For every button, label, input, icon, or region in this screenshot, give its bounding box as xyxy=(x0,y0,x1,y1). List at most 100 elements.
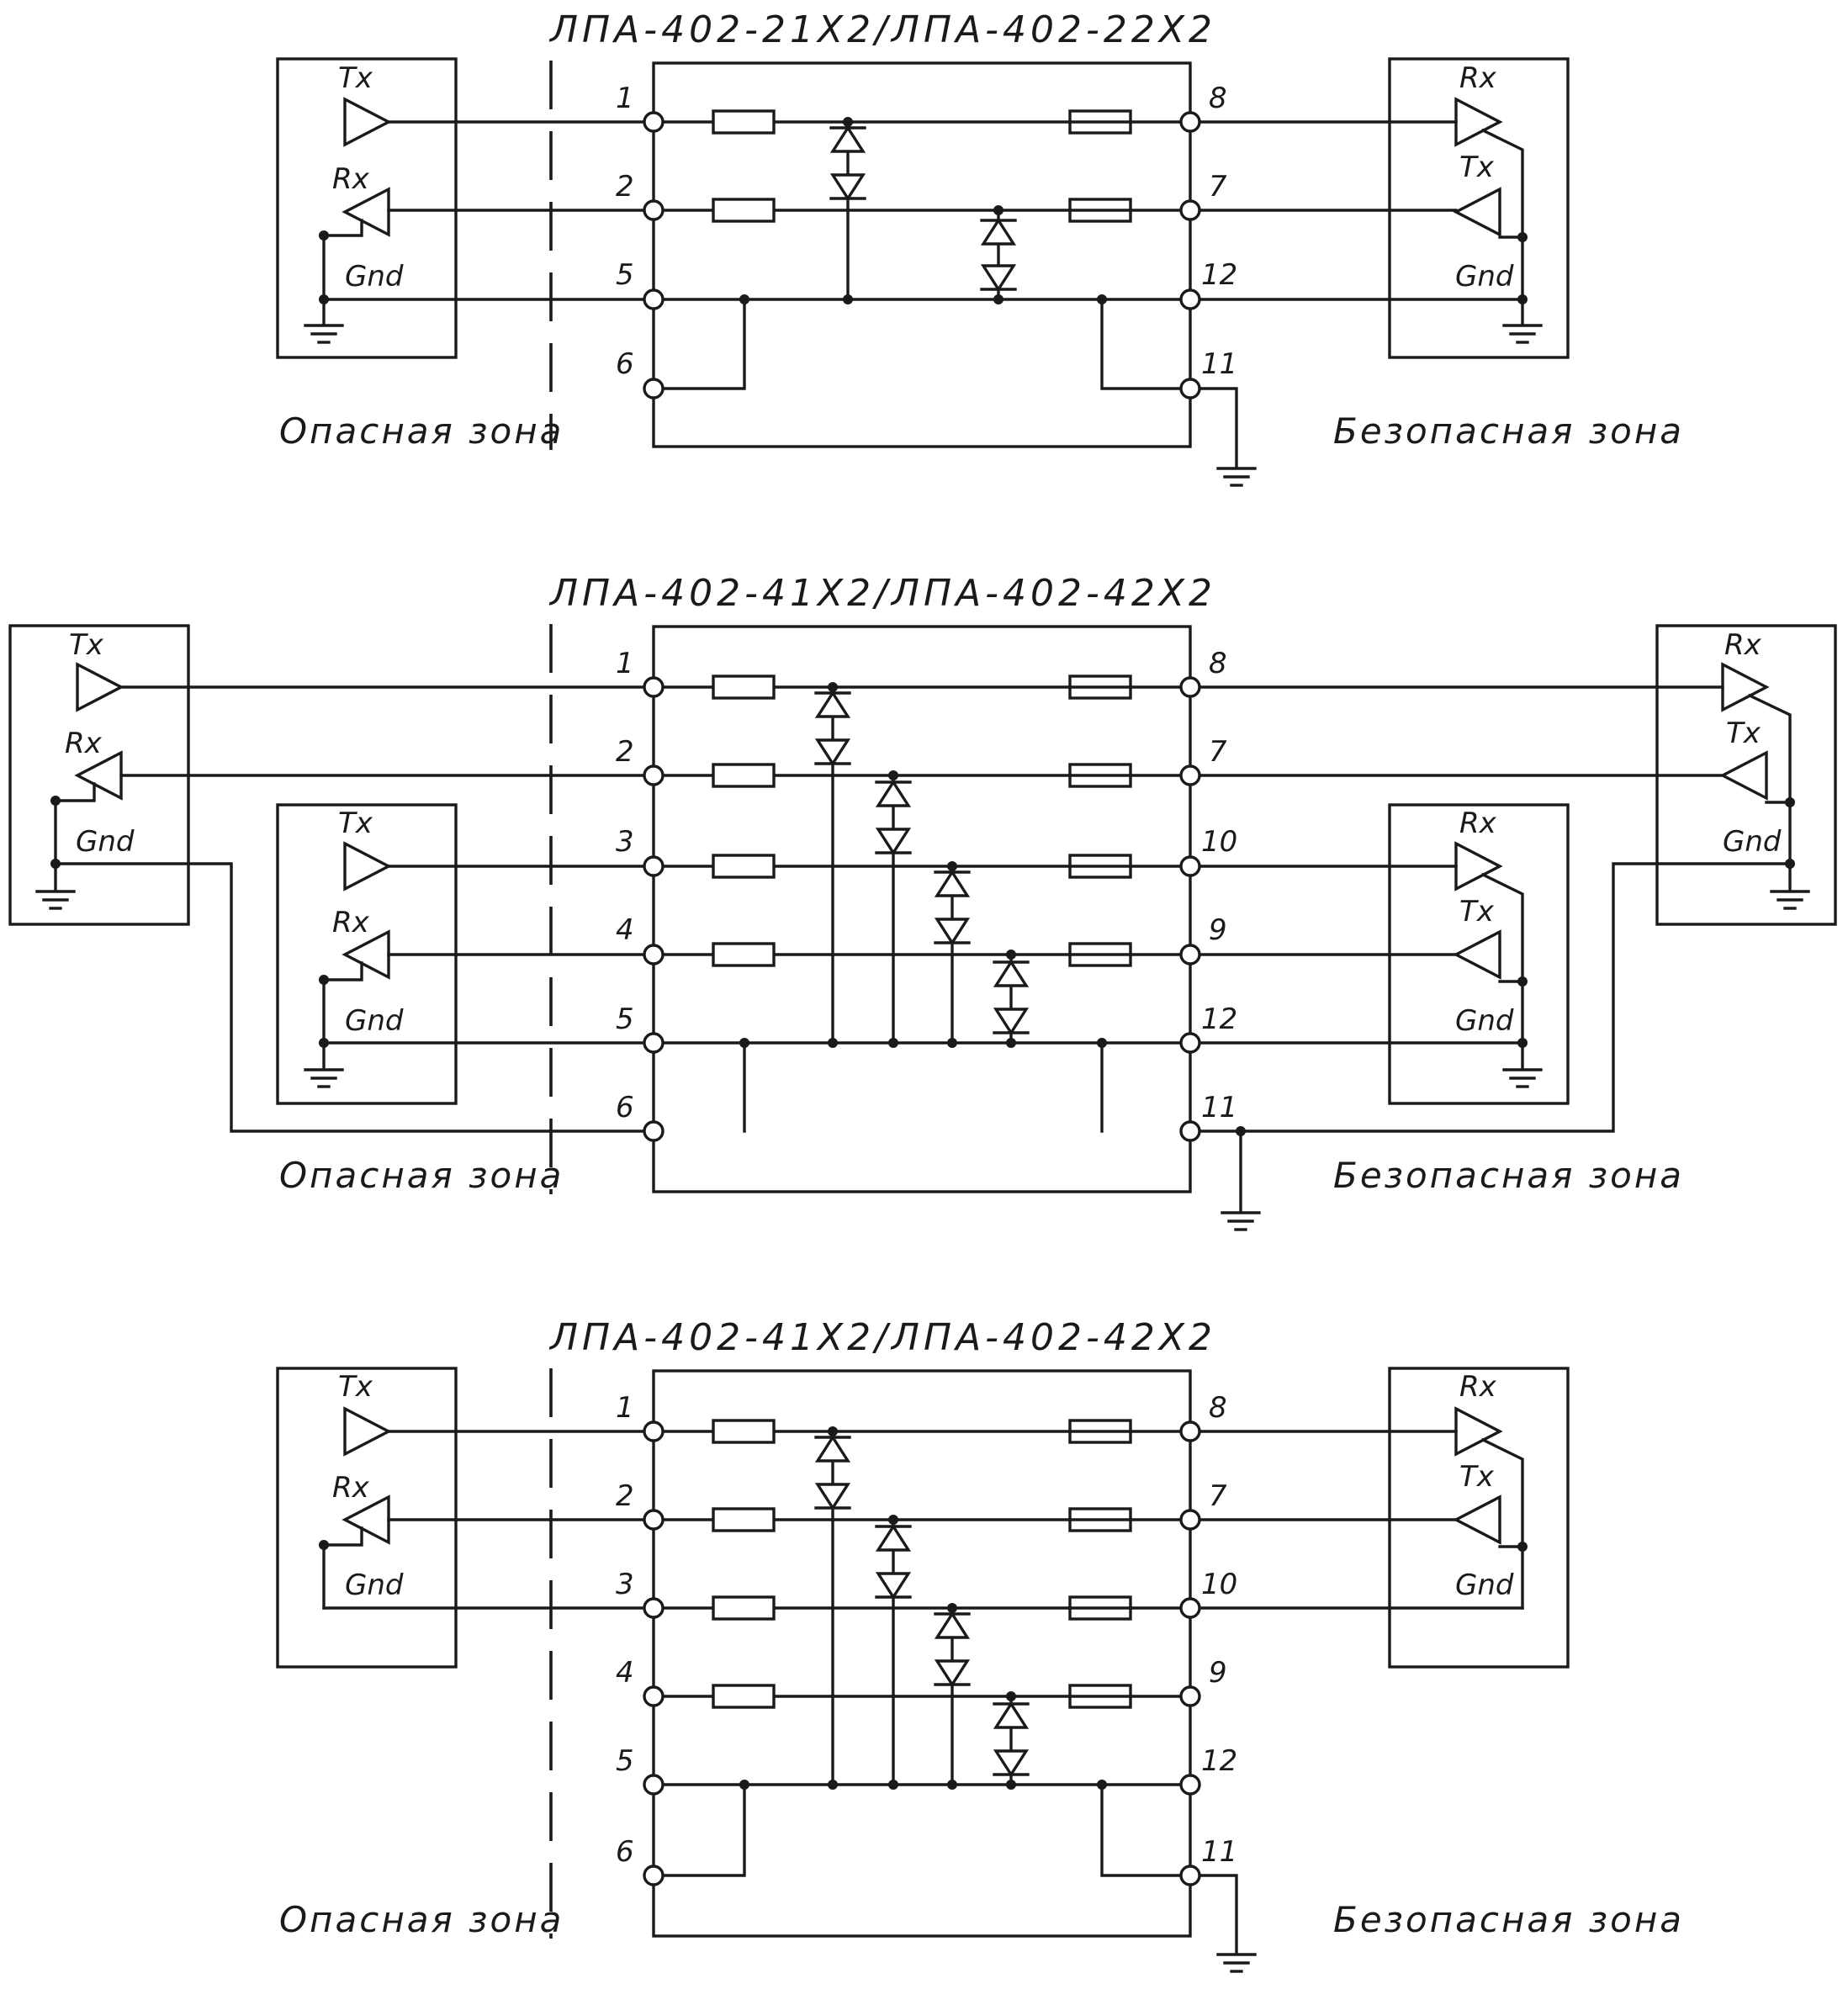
junction-dot xyxy=(1097,1780,1107,1790)
terminal-7 xyxy=(1179,764,1201,786)
barrier-module-2 xyxy=(652,625,1192,1193)
rx-feedback-wire xyxy=(1747,693,1792,865)
terminal-2 xyxy=(643,764,665,786)
pin-label: 12 xyxy=(1201,1744,1237,1778)
rx-feedback-wire xyxy=(1480,128,1524,301)
earth-wire xyxy=(1189,387,1238,468)
hazardous-device-outer: Tx Rx Gnd xyxy=(8,624,190,926)
pin-label: 2 xyxy=(616,735,634,769)
rx-label: Rx xyxy=(1459,807,1497,840)
rx-label: Rx xyxy=(1724,628,1762,662)
ground-icon xyxy=(1502,1068,1543,1088)
tx-label: Tx xyxy=(338,61,373,95)
pin-label: 4 xyxy=(616,1656,634,1690)
pin-label: 3 xyxy=(616,1568,634,1601)
pin-label: 1 xyxy=(616,1391,634,1425)
hazardous-zone-label: Опасная зона xyxy=(279,1155,564,1196)
pin-label: 8 xyxy=(1209,82,1227,115)
pin-label: 2 xyxy=(616,170,634,204)
terminal-9 xyxy=(1179,944,1201,965)
ground-icon xyxy=(304,1068,344,1088)
terminal-8 xyxy=(1179,676,1201,698)
resistor-icon xyxy=(712,1507,776,1532)
rx-feedback-wire xyxy=(322,1526,363,1610)
zener-diode-pair-2 xyxy=(875,1515,912,1790)
pin-label: 5 xyxy=(616,258,634,292)
rx-label: Rx xyxy=(65,727,103,760)
receiver-icon xyxy=(1454,97,1503,147)
terminal-6 xyxy=(643,1865,665,1886)
safe-zone-label: Безопасная зона xyxy=(1333,1155,1684,1196)
barrier-module-1 xyxy=(652,61,1192,448)
pin-label: 5 xyxy=(616,1744,634,1778)
transmitter-icon xyxy=(343,97,392,147)
zener-diode-pair-2 xyxy=(980,205,1017,304)
junction-dot xyxy=(50,796,61,806)
zener-diode-icon xyxy=(829,124,866,153)
pin-label: 8 xyxy=(1209,647,1227,680)
resistor-icon xyxy=(712,109,776,135)
ground-icon xyxy=(1216,1953,1257,1973)
pin-label: 7 xyxy=(1209,735,1227,769)
tx-label: Tx xyxy=(69,628,104,662)
transmitter-icon xyxy=(343,1406,392,1457)
terminal-1 xyxy=(643,1420,665,1442)
rx-feedback-wire xyxy=(54,782,96,865)
ground-link-6 xyxy=(652,298,746,390)
terminal-11 xyxy=(1179,1120,1201,1142)
safe-zone-label: Безопасная зона xyxy=(1333,1899,1684,1940)
ground-icon xyxy=(1216,467,1257,487)
rx-feedback-wire xyxy=(322,219,363,301)
hazardous-zone-label: Опасная зона xyxy=(279,1899,564,1940)
diagram-2-title: ЛПА-402-41Х2/ЛПА-402-42Х2 xyxy=(548,572,1216,615)
transmitter-icon xyxy=(1453,1494,1501,1545)
terminal-5 xyxy=(643,1032,665,1054)
transmitter-icon xyxy=(1453,187,1501,237)
receiver-icon xyxy=(1454,1406,1503,1457)
terminal-10 xyxy=(1179,855,1201,877)
terminal-4 xyxy=(643,1685,665,1707)
hazardous-device-inner: Tx Rx Gnd xyxy=(276,803,458,1105)
pin-label: 8 xyxy=(1209,1391,1227,1425)
diagram-3-title: ЛПА-402-41Х2/ЛПА-402-42Х2 xyxy=(548,1316,1216,1359)
terminal-1 xyxy=(643,111,665,133)
junction-dot xyxy=(319,1540,329,1550)
terminal-12 xyxy=(1179,288,1201,310)
terminal-8 xyxy=(1179,1420,1201,1442)
rx-feedback-wire xyxy=(1480,1437,1524,1610)
terminal-3 xyxy=(643,855,665,877)
diagram-1-title: ЛПА-402-21Х2/ЛПА-402-22Х2 xyxy=(548,8,1216,51)
terminal-12 xyxy=(1179,1032,1201,1054)
receiver-icon xyxy=(1454,841,1503,891)
gnd-label: Gnd xyxy=(1455,260,1514,294)
gnd-label: Gnd xyxy=(345,1568,404,1602)
transmitter-icon xyxy=(1453,929,1501,980)
receiver-icon xyxy=(1721,662,1770,712)
resistor-icon xyxy=(712,1684,776,1709)
rx-label: Rx xyxy=(332,162,370,196)
gnd-label: Gnd xyxy=(76,825,135,859)
pin-label: 1 xyxy=(616,82,634,115)
zener-diode-icon xyxy=(980,217,1017,246)
tx-label: Tx xyxy=(338,807,373,840)
junction-dot xyxy=(1097,1038,1107,1048)
ground-icon xyxy=(1221,1211,1261,1231)
terminal-7 xyxy=(1179,199,1201,221)
junction-dot xyxy=(1517,232,1528,242)
zener-diode-pair-1 xyxy=(814,682,851,1048)
hazardous-device-box xyxy=(276,1367,458,1669)
tx-label: Tx xyxy=(1459,1460,1495,1494)
terminal-5 xyxy=(643,288,665,310)
terminal-11 xyxy=(1179,1865,1201,1886)
junction-dot xyxy=(319,975,329,985)
pin-label: 5 xyxy=(616,1002,634,1036)
ground-icon xyxy=(1502,324,1543,344)
terminal-3 xyxy=(643,1597,665,1619)
resistor-icon xyxy=(712,942,776,967)
hazardous-device-box xyxy=(276,57,458,359)
hazardous-device-1: Tx Rx Gnd xyxy=(276,57,458,359)
ground-icon xyxy=(1770,890,1810,910)
pin-label: 11 xyxy=(1201,1091,1237,1124)
ground-wire-11 xyxy=(1189,862,1792,1133)
